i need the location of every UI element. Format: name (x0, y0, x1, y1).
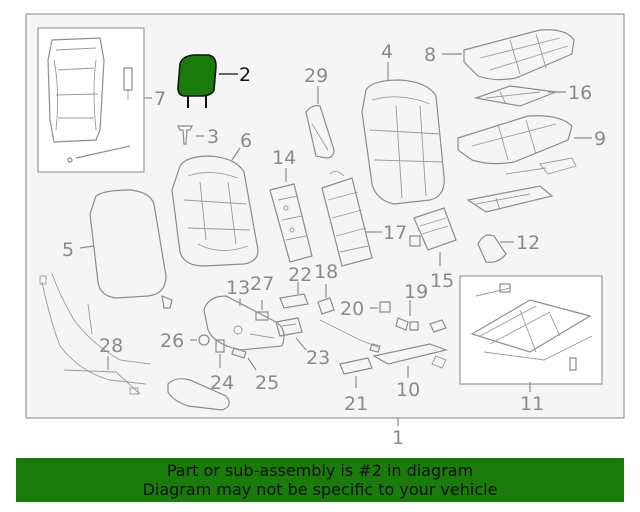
part-21-track-cover[interactable] (339, 357, 373, 388)
part-16-heater-pad[interactable] (473, 85, 566, 107)
callout-4: 4 (381, 41, 393, 63)
part-28-wiring-harness[interactable] (39, 273, 151, 395)
part-29-trim-panel[interactable] (305, 86, 335, 159)
callout-1: 1 (392, 427, 404, 449)
callout-2: 2 (239, 64, 251, 86)
callout-9: 9 (594, 128, 606, 150)
part-10-bracket[interactable] (372, 319, 449, 378)
callout-28: 28 (99, 335, 123, 357)
callout-3: 3 (207, 126, 219, 148)
callout-15: 15 (430, 270, 454, 292)
callout-25: 25 (255, 372, 279, 394)
part-20-clip[interactable] (370, 301, 391, 313)
callout-20: 20 (340, 298, 364, 320)
part-14-side-panel[interactable] (269, 168, 313, 263)
part-3-headrest-guide[interactable] (177, 125, 204, 145)
callout-14: 14 (272, 147, 296, 169)
callout-5: 5 (62, 239, 74, 261)
callout-12: 12 (516, 232, 540, 254)
part-6-seatback-pad[interactable] (171, 147, 259, 267)
callout-10: 10 (396, 379, 420, 401)
part-cable[interactable] (319, 319, 381, 353)
banner-line-1: Part or sub-assembly is #2 in diagram (166, 461, 474, 480)
callout-11: 11 (520, 393, 544, 415)
part-22-switch-bezel[interactable] (279, 282, 309, 309)
callout-22: 22 (288, 264, 312, 286)
info-banner: Part or sub-assembly is #2 in diagram Di… (16, 458, 624, 502)
part-2-headrest[interactable] (177, 54, 238, 108)
callout-6: 6 (240, 130, 252, 152)
part-19-clip[interactable] (395, 300, 419, 331)
callout-16: 16 (568, 82, 592, 104)
part-5-seatback-cover[interactable] (79, 189, 167, 299)
part-lower-trim[interactable] (167, 378, 230, 411)
callout-17: 17 (383, 222, 407, 244)
part-25-knob[interactable] (231, 347, 257, 371)
callout-26: 26 (160, 330, 184, 352)
part-23-switch[interactable] (275, 317, 307, 351)
part-13-side-shield[interactable] (203, 295, 285, 351)
part-15-control-module[interactable] (409, 207, 457, 266)
part-9-cushion-pad[interactable] (457, 115, 592, 165)
callout-24: 24 (210, 372, 234, 394)
part-4-seatback-assembly[interactable] (361, 62, 445, 205)
part-24-knob[interactable] (215, 339, 225, 368)
part-18-clip[interactable] (317, 284, 335, 315)
part-cushion-brackets[interactable] (466, 157, 577, 213)
part-bracket-small[interactable] (161, 295, 173, 309)
callout-21: 21 (344, 393, 368, 415)
part-27-switch[interactable] (255, 300, 269, 321)
callout-19: 19 (404, 281, 428, 303)
callout-27: 27 (250, 273, 274, 295)
part-8-cushion-cover[interactable] (442, 29, 575, 81)
callout-23: 23 (306, 347, 330, 369)
part-26-knob[interactable] (190, 334, 210, 346)
part-7-seatback-frame[interactable] (37, 27, 152, 173)
callout-18: 18 (314, 261, 338, 283)
part-12-cover[interactable] (477, 234, 514, 263)
callout-29: 29 (304, 65, 328, 87)
part-17-lumbar-support[interactable] (321, 171, 382, 267)
part-11-seat-adjuster[interactable] (459, 275, 603, 392)
callout-7: 7 (154, 88, 166, 110)
callout-13: 13 (226, 277, 250, 299)
callout-8: 8 (424, 44, 436, 66)
banner-line-2: Diagram may not be specific to your vehi… (142, 480, 498, 499)
